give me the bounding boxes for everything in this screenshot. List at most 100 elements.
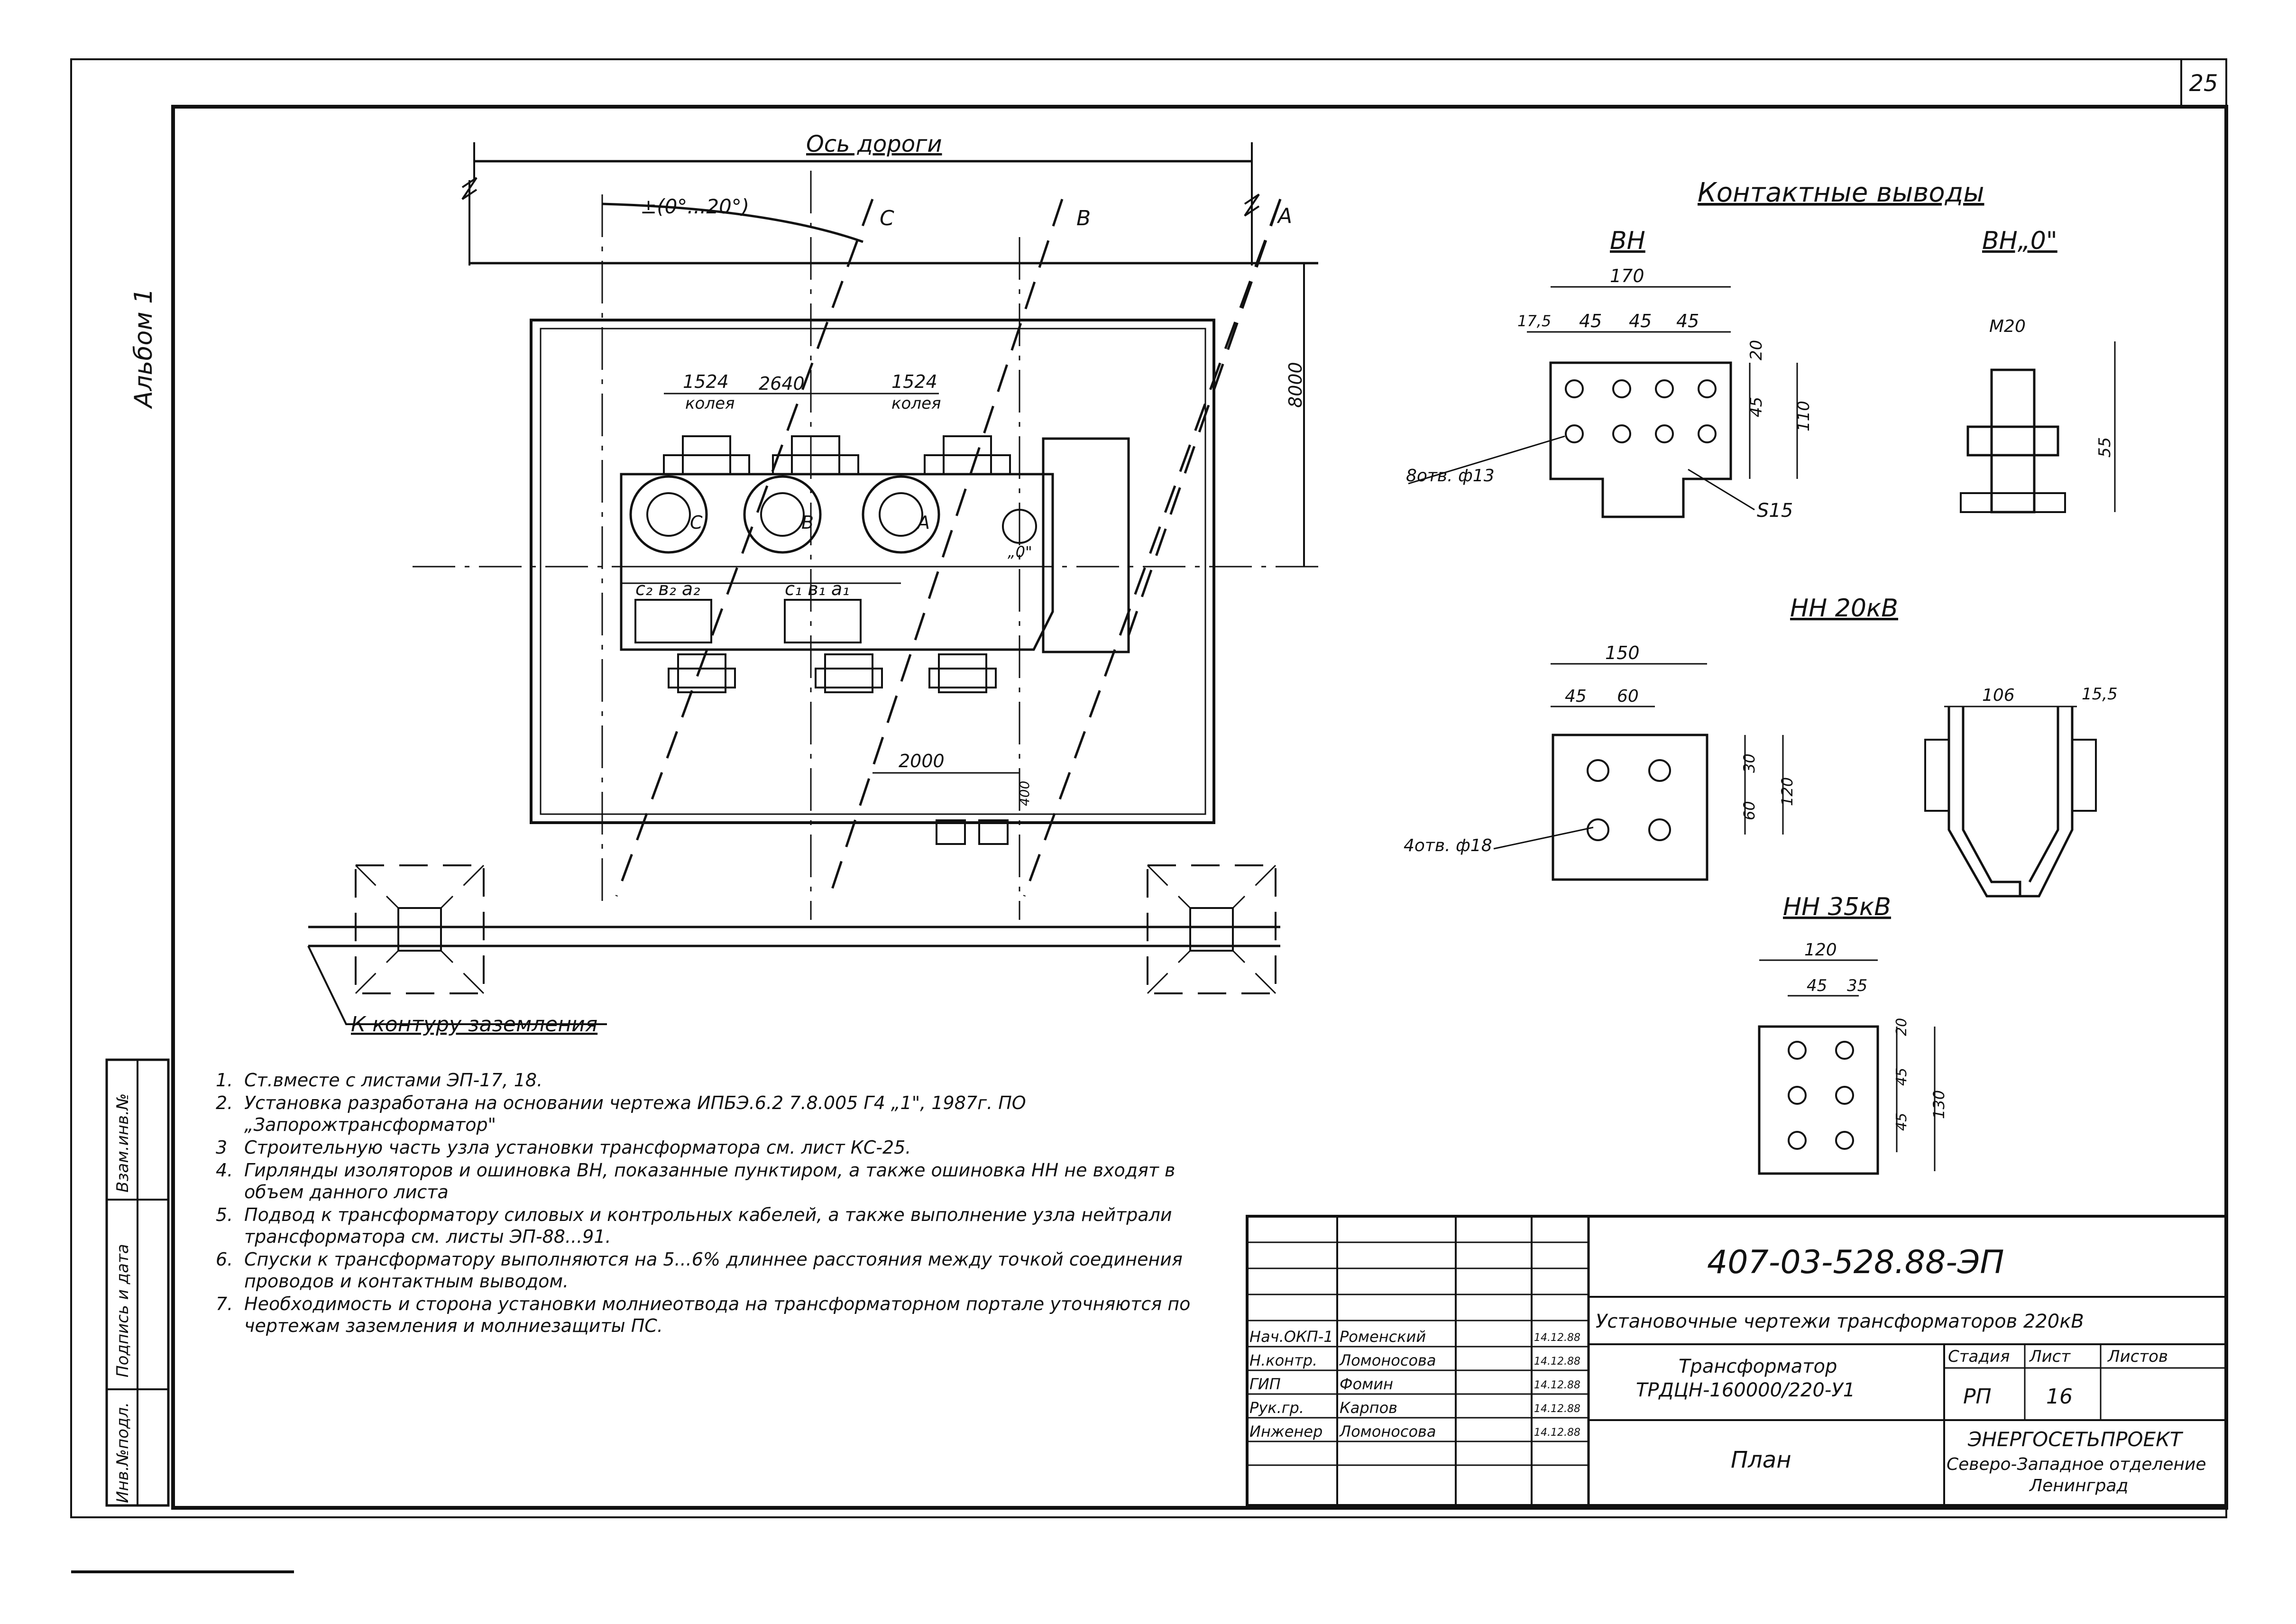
lv-left-label: с₂ в₂ а₂: [635, 578, 700, 599]
sheet-number: 25: [2189, 70, 2218, 97]
nn35-dim-45a: 45: [1893, 1068, 1910, 1086]
dim-1524-right: 1524: [891, 371, 937, 392]
note-4: 4.Гирлянды изоляторов и ошиновка ВН, пок…: [216, 1160, 1176, 1202]
nn20-title: НН 20кВ: [1790, 594, 1898, 623]
vn-dim-17-5: 17,5: [1517, 312, 1551, 330]
vn-thickness: S15: [1757, 500, 1793, 522]
nn20-dim-60: 60: [1617, 687, 1639, 706]
track-left: колея: [685, 394, 735, 413]
lv-right-label: с₁ в₁ а₁: [785, 578, 849, 599]
note-text: Подвод к трансформатору силовых и контро…: [244, 1204, 1172, 1247]
bushing-b: В: [801, 512, 814, 533]
org-line3: Ленинград: [2029, 1476, 2128, 1496]
ground-label: К контуру заземления: [351, 1012, 597, 1037]
nn20-dim-60v: 60: [1740, 801, 1758, 820]
stamp-inv: Инв.№подл.: [113, 1402, 132, 1503]
col-sheets: Листов: [2107, 1347, 2168, 1366]
note-text: Необходимость и сторона установки молние…: [244, 1294, 1191, 1336]
road-axis-label: Ось дороги: [806, 131, 942, 157]
stamp-signature: Подпись и дата: [113, 1244, 132, 1377]
nn35-dim-120: 120: [1804, 940, 1837, 960]
note-1: 1.Ст.вместе с листами ЭП-17, 18.: [216, 1070, 543, 1091]
note-2: 2.Установка разработана на основании чер…: [216, 1092, 1026, 1135]
stamp-replace: Взам.инв.№: [113, 1093, 132, 1193]
vn0-title: ВН„0": [1982, 227, 2057, 255]
note-text: Строительную часть узла установки трансф…: [244, 1137, 911, 1158]
neutral-label: „0": [1008, 543, 1032, 561]
vn-dim-45v: 45: [1747, 397, 1766, 417]
sheet-value: 16: [2046, 1385, 2073, 1409]
vn-dim-45a: 45: [1579, 311, 1602, 331]
nn20-dim-150: 150: [1605, 642, 1640, 663]
vn-title: ВН: [1610, 227, 1645, 255]
vn-dim-170: 170: [1610, 266, 1644, 286]
signer-role-4: Рук.гр.: [1249, 1399, 1304, 1417]
inner-frame: [171, 105, 2228, 1510]
nn20-profile-106: 106: [1982, 686, 2015, 705]
note-5: 5.Подвод к трансформатору силовых и конт…: [216, 1204, 1172, 1247]
angle-label: ±(0°...20°): [640, 195, 749, 218]
note-6: 6.Спуски к трансформатору выполняются на…: [216, 1249, 1183, 1292]
signer-name-1: Роменский: [1340, 1328, 1426, 1346]
signer-date-4: 14.12.88: [1534, 1403, 1580, 1415]
dim-2000: 2000: [899, 751, 945, 771]
signer-name-5: Ломоносова: [1339, 1422, 1436, 1440]
nn35-dim-20: 20: [1893, 1018, 1910, 1036]
transformer-plan: Ось дороги ±(0°...20°) С В А 8000: [307, 131, 1318, 1037]
phase-c: С: [880, 206, 894, 230]
note-text: Спуски к трансформатору выполняются на 5…: [244, 1249, 1183, 1292]
signer-date-2: 14.12.88: [1534, 1356, 1580, 1367]
signer-role-3: ГИП: [1249, 1375, 1281, 1393]
org-line1: ЭНЕРГОСЕТЬПРОЕКТ: [1967, 1428, 2184, 1451]
nn35-dim-45b: 45: [1893, 1113, 1910, 1131]
contact-terminals: Контактные выводы ВН 170 17,5 45 45 45 2…: [1404, 177, 2118, 1175]
vn-holes: 8отв. ф13: [1406, 466, 1495, 486]
dim-2640: 2640: [759, 373, 805, 394]
note-text: Установка разработана на основании черте…: [244, 1092, 1026, 1135]
sheet-name: План: [1731, 1447, 1791, 1473]
signer-date-5: 14.12.88: [1534, 1427, 1580, 1439]
nn35-title: НН 35кВ: [1783, 893, 1891, 921]
doc-code: 407-03-528.88-ЭП: [1707, 1244, 2004, 1281]
phase-a: А: [1277, 204, 1292, 228]
nn20-profile-15-5: 15,5: [2082, 685, 2118, 704]
dim-400: 400: [1017, 781, 1032, 806]
vn-dim-110: 110: [1794, 401, 1813, 431]
album-label: Альбом 1: [129, 288, 158, 409]
note-text: Гирлянды изоляторов и ошиновка ВН, показ…: [244, 1160, 1176, 1202]
nn20-dim-120: 120: [1778, 777, 1796, 806]
signer-name-3: Фомин: [1340, 1375, 1393, 1393]
phase-b: В: [1076, 206, 1091, 230]
vn-dim-20: 20: [1747, 340, 1766, 360]
nn20-dim-45: 45: [1565, 687, 1587, 706]
signer-date-3: 14.12.88: [1534, 1379, 1580, 1391]
object-line1: Трансформатор: [1679, 1356, 1837, 1377]
stage-value: РП: [1963, 1385, 1992, 1409]
col-sheet: Лист: [2029, 1347, 2071, 1366]
signer-date-1: 14.12.88: [1534, 1332, 1580, 1344]
nn35-dim-35: 35: [1847, 976, 1867, 995]
title-block: Нач.ОКП-1 Роменский 14.12.88 Н.контр. Ло…: [1246, 1215, 2228, 1507]
track-right: колея: [891, 394, 941, 413]
col-stage: Стадия: [1948, 1347, 2010, 1366]
signer-role-5: Инженер: [1249, 1422, 1322, 1440]
signer-role-1: Нач.ОКП-1: [1249, 1328, 1333, 1346]
bushing-a: А: [916, 512, 930, 533]
dim-8000: 8000: [1285, 362, 1306, 408]
note-7: 7.Необходимость и сторона установки молн…: [216, 1294, 1191, 1336]
dim-1524-left: 1524: [683, 371, 729, 392]
bushing-c: С: [690, 512, 703, 533]
nn20-dim-30: 30: [1740, 753, 1758, 773]
vn0-thread: М20: [1989, 317, 2026, 336]
nn35-dim-130: 130: [1930, 1090, 1948, 1119]
general-notes: 1.Ст.вместе с листами ЭП-17, 18. 2.Устан…: [216, 1069, 1193, 1338]
doc-description: Установочные чертежи трансформаторов 220…: [1596, 1311, 2084, 1332]
nn35-dim-45: 45: [1807, 976, 1827, 995]
nn20-holes: 4отв. ф18: [1404, 836, 1492, 855]
signer-name-2: Ломоносова: [1339, 1351, 1436, 1369]
vn-dim-45b: 45: [1629, 311, 1652, 331]
contacts-title: Контактные выводы: [1698, 177, 1984, 208]
signer-role-2: Н.контр.: [1249, 1351, 1317, 1369]
